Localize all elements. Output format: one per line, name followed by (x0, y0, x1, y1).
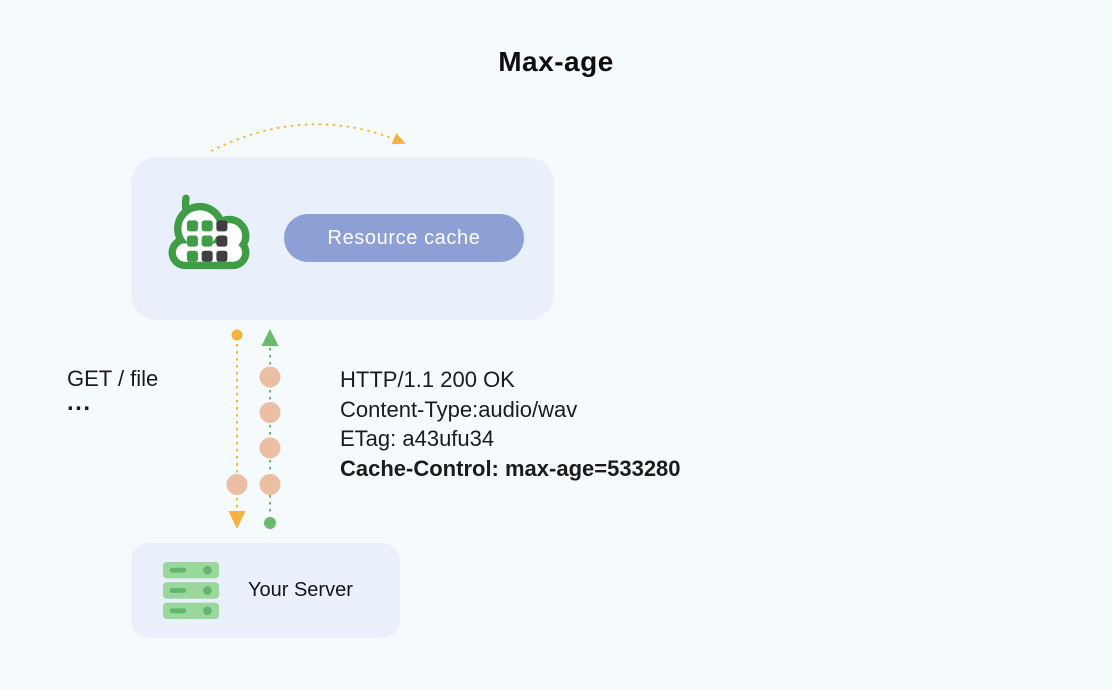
your-server-label: Your Server (248, 579, 353, 601)
response-arrow (261, 329, 279, 529)
response-status-line: HTTP/1.1 200 OK (340, 367, 515, 392)
request-ellipsis: ... (67, 389, 92, 416)
resource-cache-panel: Resource cache (131, 157, 554, 320)
resource-cache-pill: Resource cache (284, 214, 524, 262)
response-headers: HTTP/1.1 200 OK Content-Type:audio/wav E… (340, 365, 681, 484)
request-arrow (228, 329, 246, 529)
data-packet (226, 474, 248, 495)
response-arrowhead (261, 329, 279, 346)
cache-loop-arrow-top (210, 123, 406, 152)
response-origin-dot (264, 517, 276, 529)
server-stack-icon (162, 561, 220, 619)
response-cache-control: Cache-Control: max-age=533280 (340, 456, 681, 482)
resource-cache-label: Resource cache (327, 226, 481, 249)
your-server-panel: Your Server (131, 543, 400, 638)
data-packet (259, 474, 281, 495)
data-packet (259, 437, 281, 459)
response-content-type: Content-Type:audio/wav (340, 396, 578, 422)
cloud-dot-grid (186, 220, 228, 262)
request-line: GET / file (67, 366, 159, 391)
response-etag: ETag: a43ufu34 (340, 426, 495, 452)
request-origin-dot (231, 329, 243, 341)
request-arrowhead (228, 511, 246, 529)
diagram-title: Max-age (498, 46, 614, 77)
cdn-cloud-icon (168, 194, 250, 270)
data-packet (259, 366, 281, 388)
data-packet (259, 402, 281, 423)
request-text: GET / file ... (67, 365, 159, 416)
